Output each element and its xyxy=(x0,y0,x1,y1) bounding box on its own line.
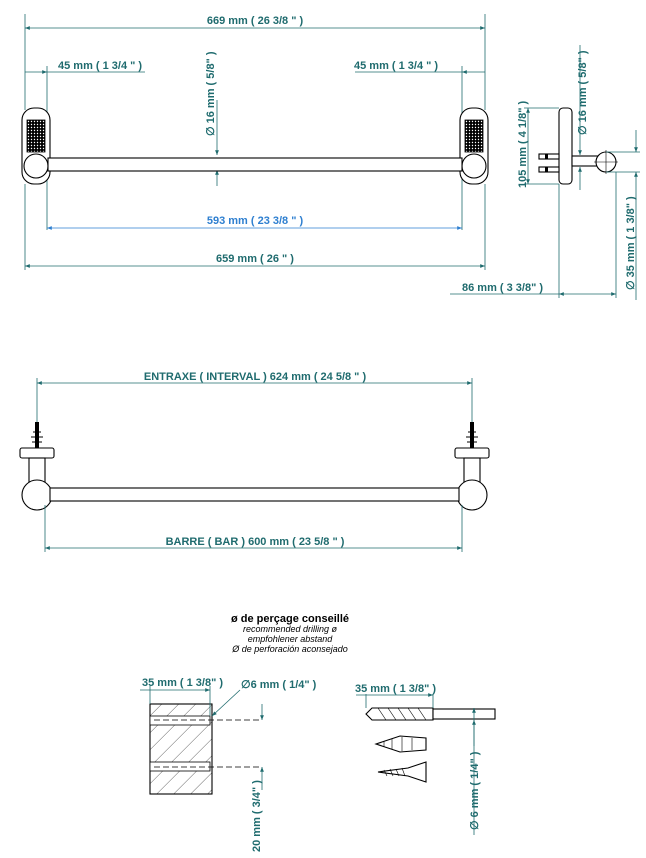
dim-tube-diameter: ∅ 16 mm ( 5/8" ) xyxy=(205,51,217,136)
dim-side-diameter-16: ∅ 16 mm ( 5/8" ) xyxy=(577,50,589,135)
drill-and-fixings: 35 mm ( 1 3/8" ) ∅ 6 mm ( 1/4" ) xyxy=(355,683,496,835)
wall-plug xyxy=(374,735,427,753)
dim-inner-span: 593 mm ( 23 3/8 " ) xyxy=(207,215,304,227)
dim-bit-diameter: ∅ 6 mm ( 1/4" ) xyxy=(469,751,481,830)
dim-right-offset: 45 mm ( 1 3/4 " ) xyxy=(354,60,438,72)
dim-drill-depth-right: 35 mm ( 1 3/8" ) xyxy=(355,683,436,695)
dim-side-diameter-35: ∅ 35 mm ( 1 3/8" ) xyxy=(625,196,637,290)
side-view: 105 mm ( 4 1/8" ) ∅ 16 mm ( 5/8" ) ∅ 35 … xyxy=(450,45,640,300)
dim-outer-span: 659 mm ( 26 " ) xyxy=(216,253,294,265)
dim-bar-length: BARRE ( BAR ) 600 mm ( 23 5/8 " ) xyxy=(166,536,345,548)
dim-depth-86: 86 mm ( 3 3/8" ) xyxy=(462,282,543,294)
dim-height-105: 105 mm ( 4 1/8" ) xyxy=(517,101,529,188)
dim-total-width: 669 mm ( 26 3/8 " ) xyxy=(207,15,304,27)
drilling-line-3: Ø de perforación aconsejado xyxy=(231,644,348,654)
install-bar xyxy=(49,487,460,502)
dim-left-offset: 45 mm ( 1 3/4 " ) xyxy=(58,60,142,72)
dim-hole-diameter: ∅6 mm ( 1/4" ) xyxy=(241,679,317,691)
screw xyxy=(377,761,427,783)
drilling-line-1: recommended drilling ø xyxy=(243,624,338,634)
drilling-title: ø de perçage conseillé xyxy=(231,613,349,625)
drill-bit xyxy=(365,707,496,721)
drilling-line-2: empfohlener abstand xyxy=(248,634,334,644)
right-bracket xyxy=(459,107,489,185)
install-view: ENTRAXE ( INTERVAL ) 624 mm ( 24 5/8 " )… xyxy=(19,371,490,552)
dim-drill-depth-left: 35 mm ( 1 3/8" ) xyxy=(142,677,223,689)
drilling-note: ø de perçage conseillé recommended drill… xyxy=(231,613,349,654)
dim-interval: ENTRAXE ( INTERVAL ) 624 mm ( 24 5/8 " ) xyxy=(144,371,367,383)
dim-hole-spacing: 20 mm ( 3/4" ) xyxy=(251,780,263,852)
towel-bar xyxy=(47,157,463,172)
wall-section: 35 mm ( 1 3/8" ) ∅6 mm ( 1/4" ) 20 mm ( … xyxy=(140,677,317,852)
right-anchor xyxy=(454,422,490,511)
left-bracket xyxy=(21,107,51,185)
front-view: 669 mm ( 26 3/8 " ) 45 mm ( 1 3/4 " ) 45… xyxy=(21,14,489,270)
left-anchor xyxy=(19,422,55,511)
